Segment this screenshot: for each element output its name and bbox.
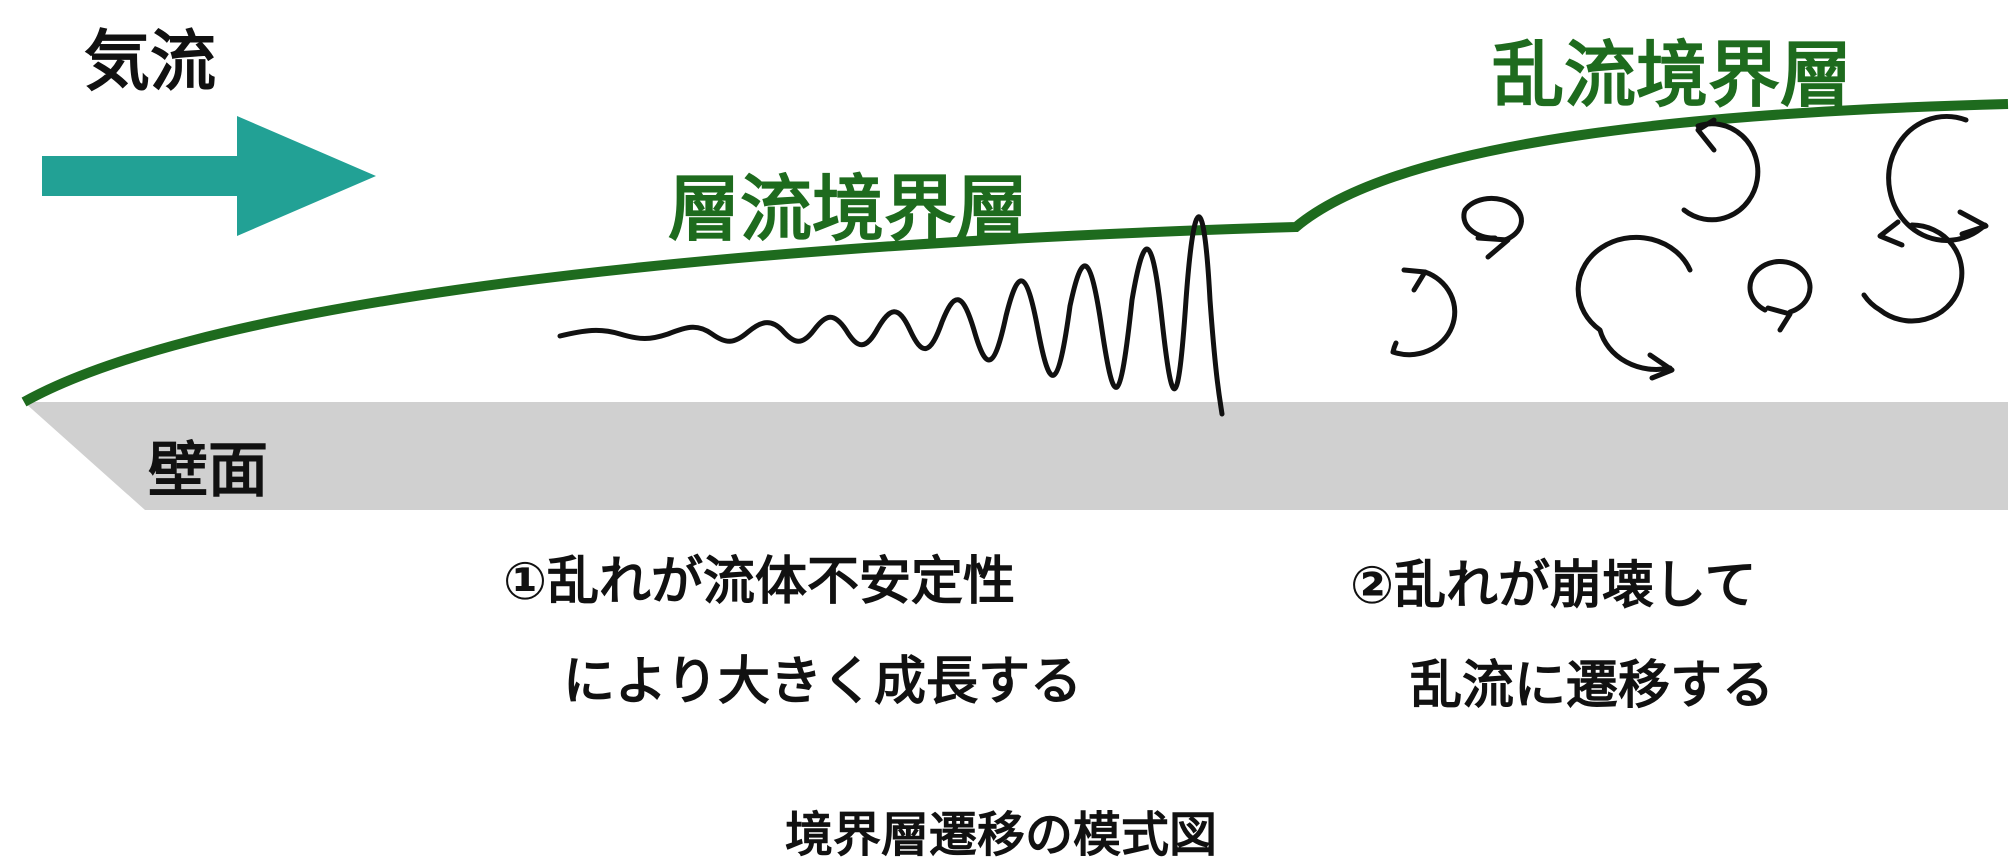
flow-arrow-icon [42, 116, 376, 236]
boundary-layer-edge [21, 99, 2009, 407]
eddy-arrow-icon [1575, 234, 1693, 381]
eddy-arrow-icon [1861, 219, 1965, 324]
eddy-arrow-icon [1390, 267, 1458, 358]
eddy-arrow-icon [1461, 195, 1524, 260]
turbulent-boundary-layer-label: 乱流境界層 [1492, 33, 1853, 117]
wall-label: 壁面 [148, 436, 268, 506]
eddy-arrow-icon [1886, 113, 1989, 243]
eddy-arrow-icon [1681, 117, 1761, 223]
step2-description: ②乱れが崩壊して 乱流に遷移する [1350, 536, 1774, 736]
wall-surface [24, 402, 2008, 510]
disturbance-wave-line [557, 214, 1225, 417]
laminar-boundary-layer-label: 層流境界層 [668, 167, 1029, 251]
step2-line2: 乱流に遷移する [1410, 656, 1775, 716]
step1-description: ①乱れが流体不安定性 により大きく成長する [503, 532, 1082, 732]
step1-line2: により大きく成長する [563, 652, 1082, 712]
figure-caption: 境界層遷移の模式図 [785, 807, 1218, 863]
step2-line1: ②乱れが崩壊して [1350, 556, 1757, 616]
eddy-arrow-icon [1747, 259, 1813, 333]
airflow-label: 気流 [84, 23, 216, 100]
step1-line1: ①乱れが流体不安定性 [503, 552, 1016, 612]
